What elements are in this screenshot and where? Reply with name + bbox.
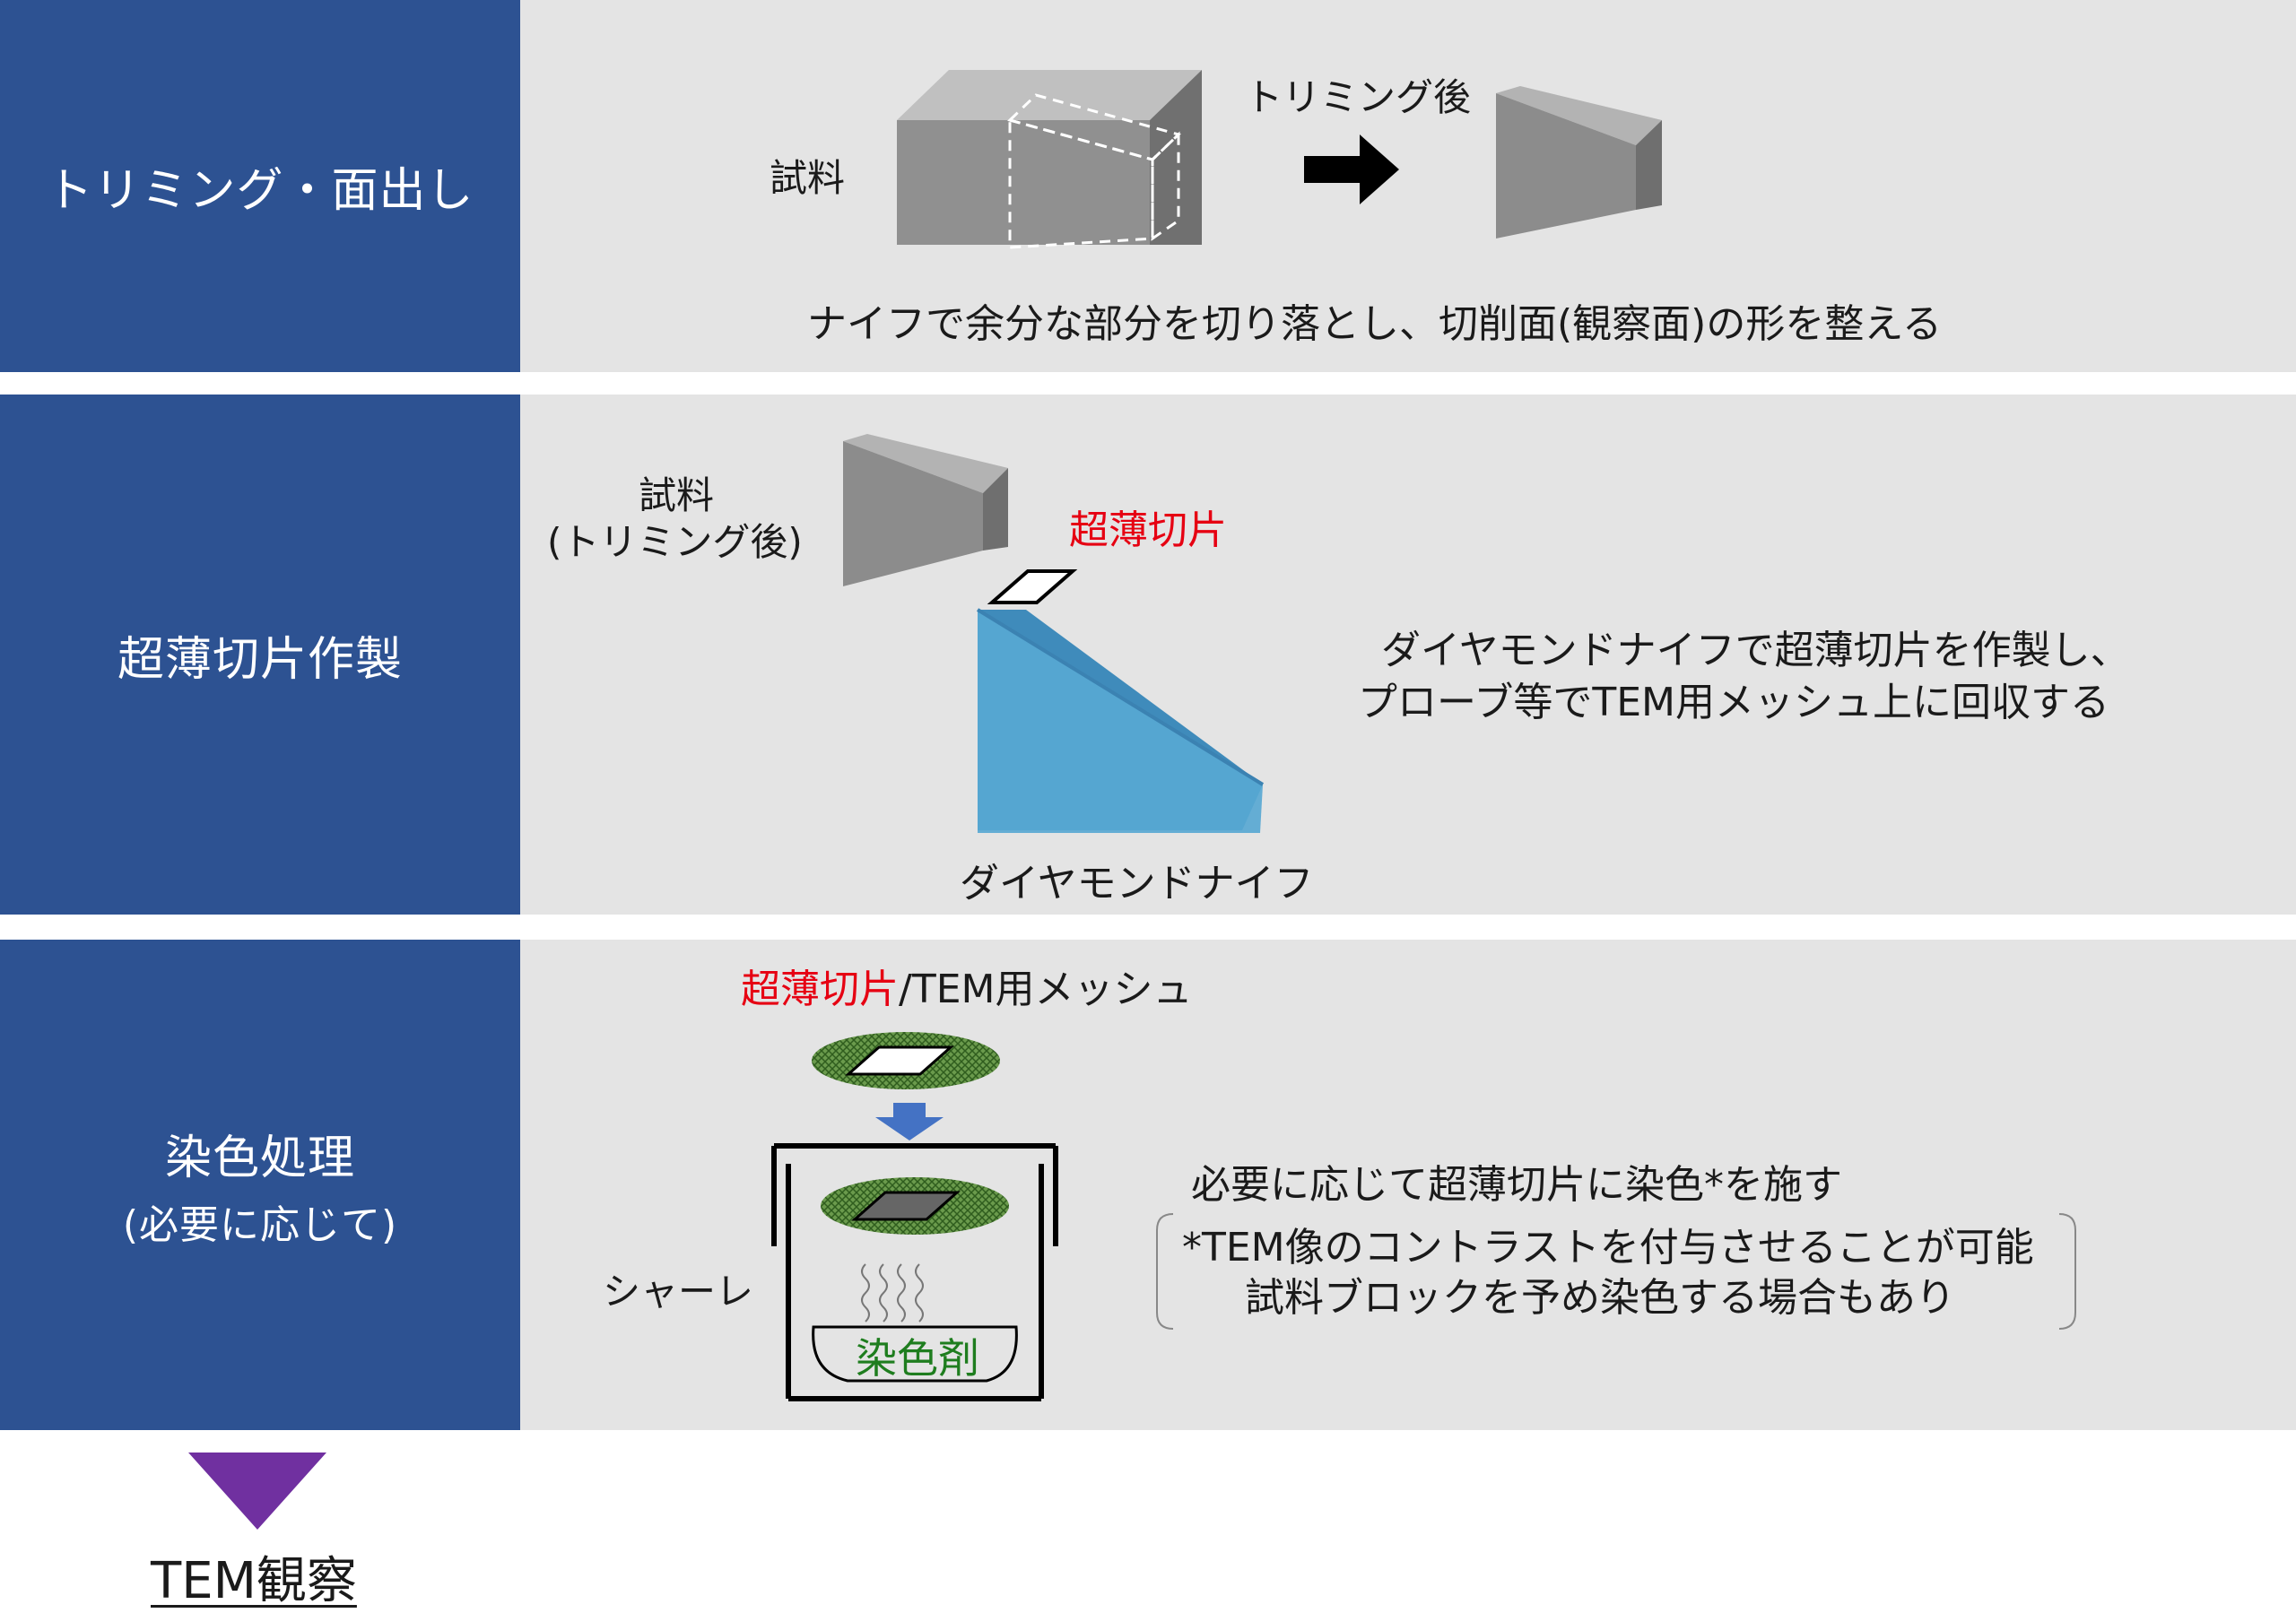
mesh-label: /TEM用メッシュ [899,967,1193,1012]
note-bracket-right [2058,1213,2076,1330]
specimen-block [897,70,1202,249]
step-panel-trimming [520,0,2296,372]
specimen-label: 試料 [639,473,715,517]
trimmed-specimen [843,434,1008,586]
section-mesh-label: 超薄切片/TEM用メッシュ [741,970,1192,1010]
note-line-1: *TEM像のコントラストを付与させることが可能 [1182,1225,2034,1270]
steam-icon [861,1263,924,1322]
step-panel-sectioning [520,395,2296,915]
note-bracket-left [1156,1213,1174,1330]
petri-dish [771,1143,1058,1401]
sectioning-description-2: プローブ等でTEM用メッシュ上に回収する [1358,680,2109,725]
down-arrow-icon [875,1103,944,1140]
specimen-label: 試料 [770,156,846,200]
step-title: 染色処理 [164,1132,355,1185]
diamond-knife [976,569,1265,833]
dish-label: シャーレ [603,1270,754,1314]
mesh-with-section [812,1032,1000,1089]
trimmed-block [1496,86,1662,238]
step-panel-staining [520,940,2296,1430]
step-label-sectioning: 超薄切片作製 [0,395,520,915]
step-label-trimming: トリミング・面出し [0,0,520,372]
section-label: 超薄切片 [1069,507,1227,553]
step-title: 超薄切片作製 [117,632,403,687]
after-trim-label: トリミング後 [1245,75,1472,119]
specimen-trimmed-label: (トリミング後) [547,520,803,564]
note-line-2: 試料ブロックを予め染色する場合もあり [1245,1275,1955,1321]
stain-label: 染色剤 [856,1334,979,1383]
flow-arrow-icon [188,1453,326,1530]
section-label: 超薄切片 [741,967,899,1012]
final-step-label: TEM観察 [151,1552,357,1610]
sectioning-description-1: ダイヤモンドナイフで超薄切片を作製し、 [1381,628,2130,673]
staining-description: 必要に応じて超薄切片に染色*を施す [1191,1162,1842,1208]
step-label-staining: 染色処理 (必要に応じて) [0,940,520,1430]
step-subtitle: (必要に応じて) [122,1202,398,1248]
trimming-description: ナイフで余分な部分を切り落とし、切削面(観察面)の形を整える [807,301,1943,347]
knife-label: ダイヤモンドナイフ [960,861,1314,906]
step-title: トリミング・面出し [46,164,474,218]
right-arrow-icon [1304,134,1399,204]
